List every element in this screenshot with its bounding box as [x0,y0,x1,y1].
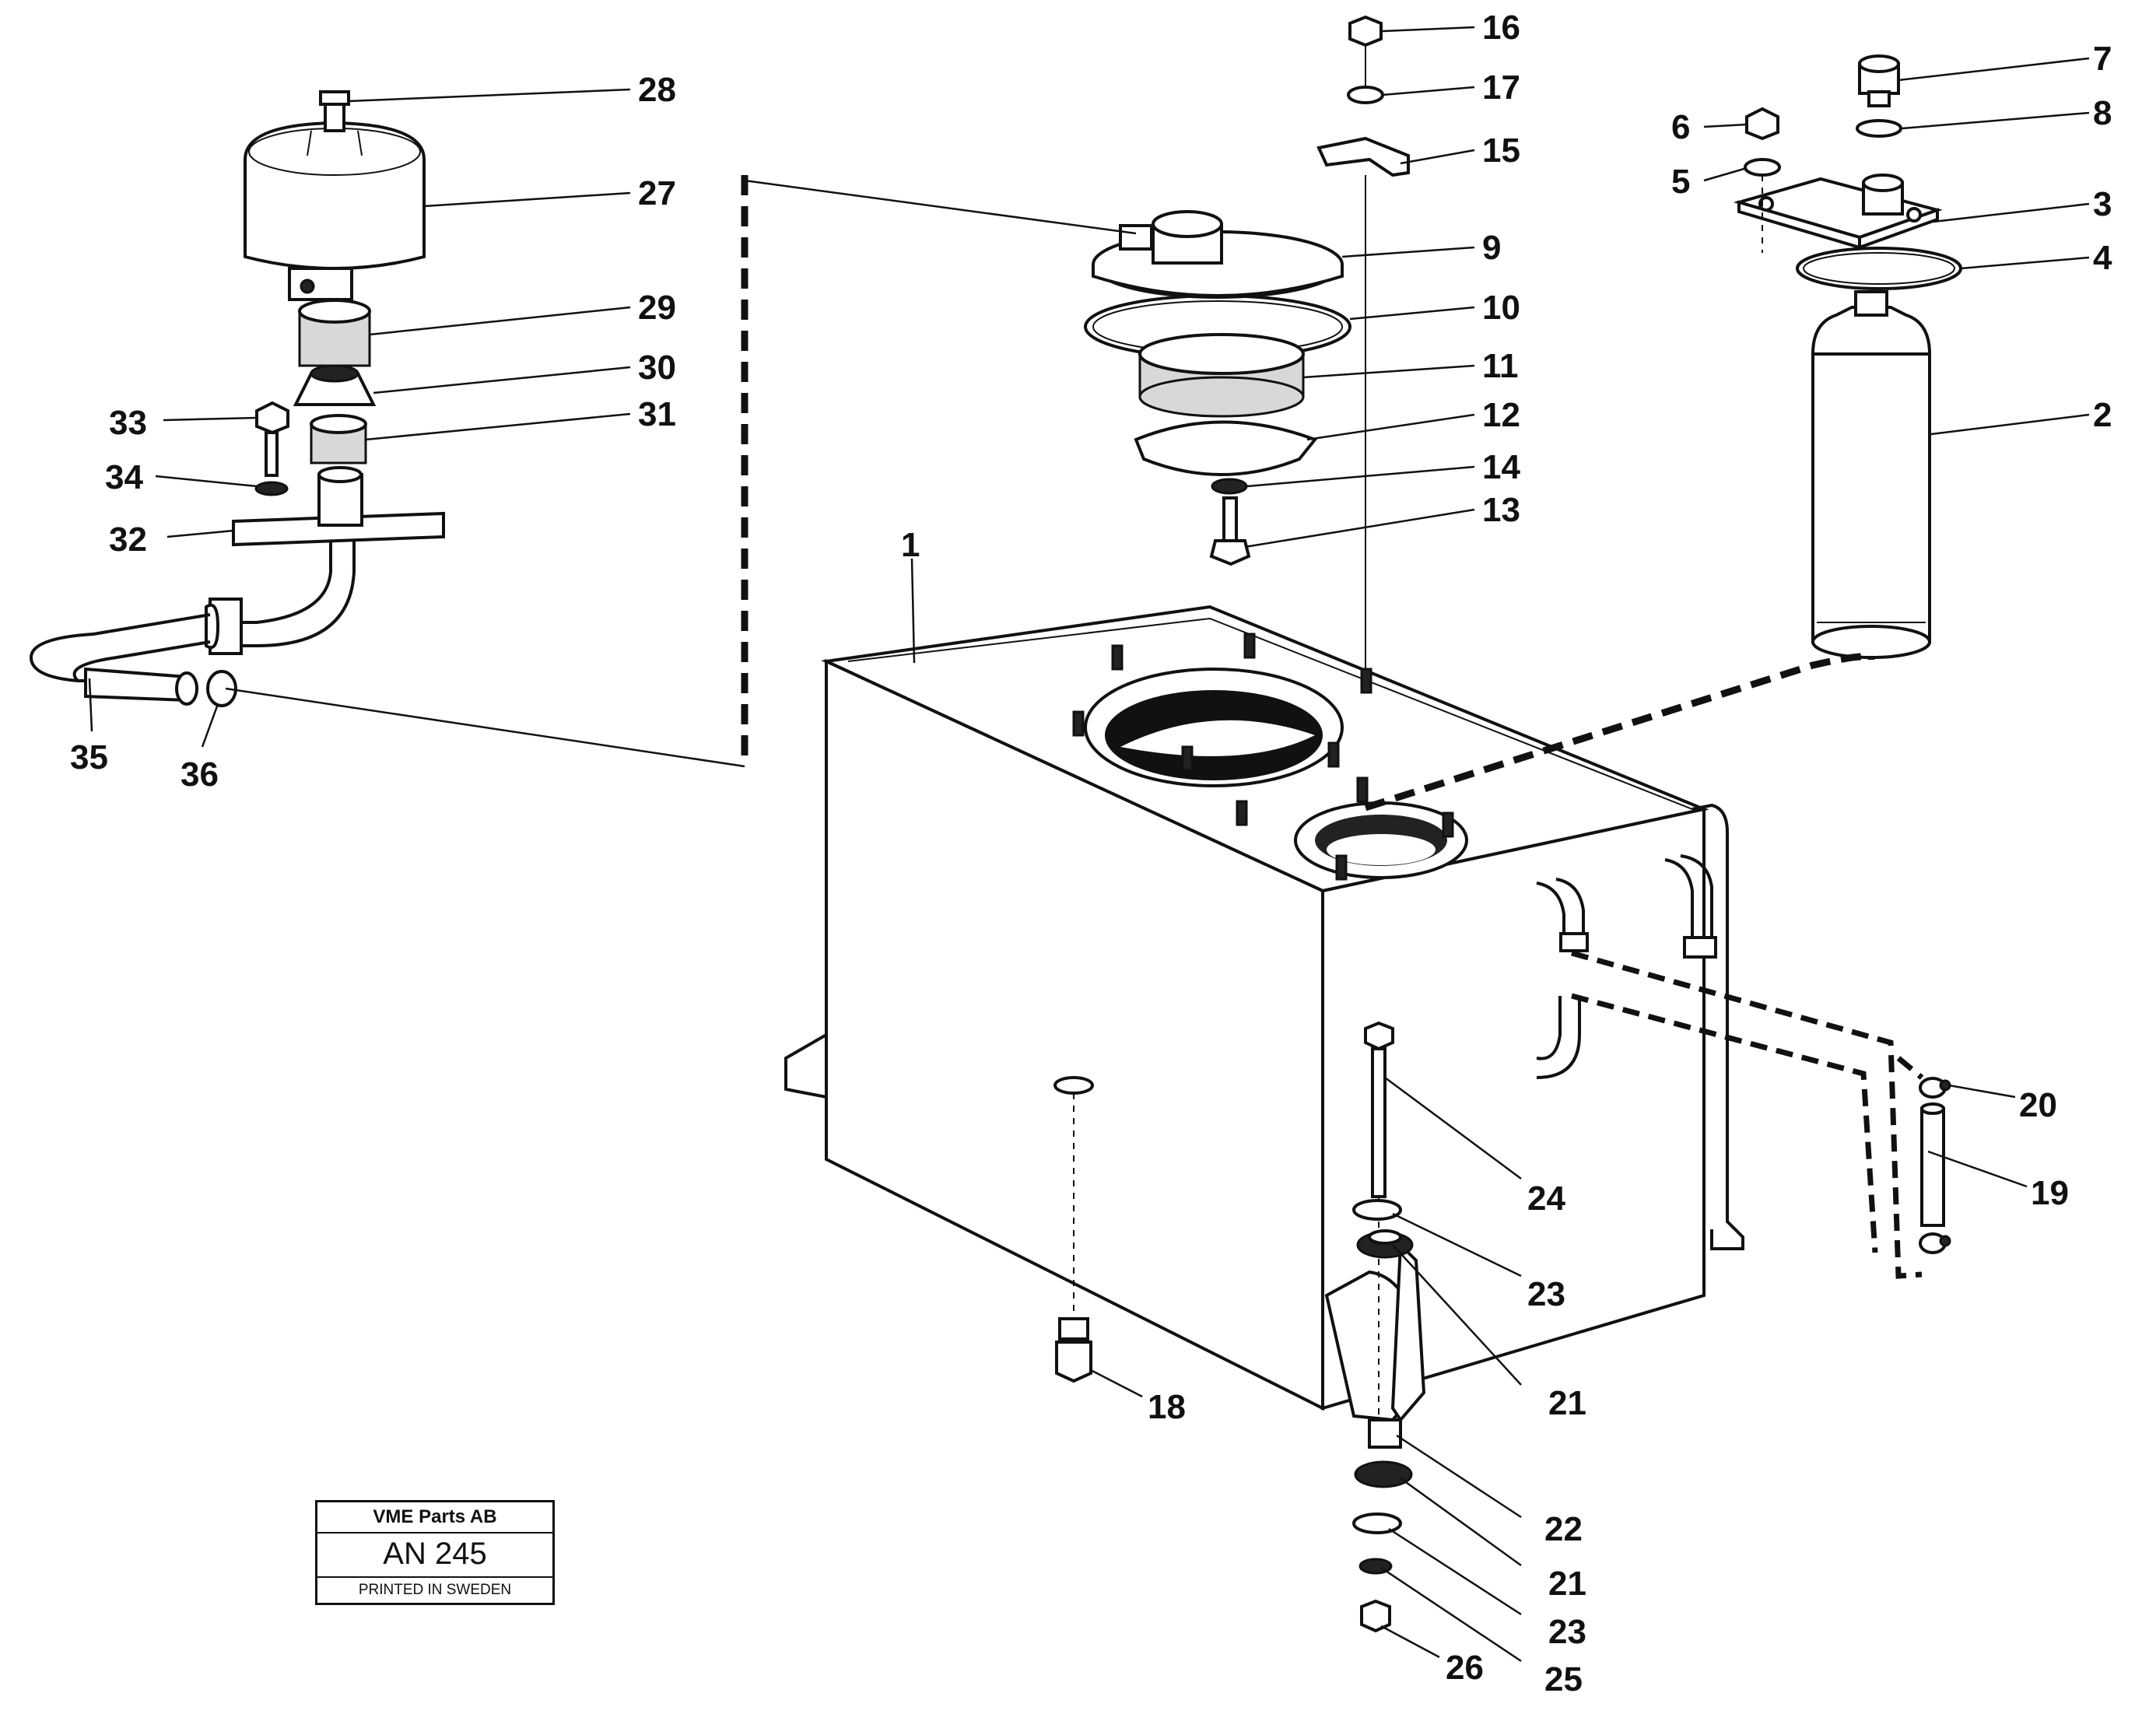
label-part-10: 10 [1482,289,1520,327]
label-part-32: 32 [109,521,147,559]
label-part-23-upper: 23 [1527,1275,1565,1313]
label-part-11: 11 [1482,347,1519,385]
label-part-26: 26 [1446,1649,1484,1687]
label-part-23-lower: 23 [1548,1613,1586,1651]
label-part-36: 36 [181,755,219,794]
stamp-code: AN 245 [317,1533,552,1578]
label-part-21-lower: 21 [1548,1565,1586,1603]
label-part-24: 24 [1527,1179,1565,1218]
label-part-3: 3 [2093,185,2112,223]
publisher-stamp: VME Parts AB AN 245 PRINTED IN SWEDEN [315,1500,555,1605]
label-part-35: 35 [70,738,108,776]
label-part-29: 29 [638,289,676,327]
label-part-12: 12 [1482,396,1520,434]
connection-lines [225,175,1924,1279]
return-filter-assembly [1733,54,1962,659]
label-part-9: 9 [1482,229,1501,267]
label-part-21-upper: 21 [1548,1384,1586,1422]
label-part-13: 13 [1482,491,1520,529]
label-part-8: 8 [2093,94,2112,132]
label-part-20: 20 [2019,1086,2057,1124]
label-part-14: 14 [1482,448,1520,486]
label-part-18: 18 [1148,1388,1186,1426]
label-part-6: 6 [1671,108,1690,146]
label-part-31: 31 [638,395,676,433]
hydraulic-tank [784,605,1744,1423]
label-part-33: 33 [109,404,147,442]
label-part-19: 19 [2031,1174,2069,1212]
label-part-1: 1 [901,526,920,564]
label-part-5: 5 [1671,163,1690,201]
label-part-4: 4 [2093,239,2112,277]
filler-breather-assembly [1084,210,1351,566]
label-part-2: 2 [2093,396,2112,434]
label-part-25: 25 [1544,1660,1583,1698]
stamp-company: VME Parts AB [317,1502,552,1533]
label-part-7: 7 [2093,40,2112,78]
label-part-28: 28 [638,71,676,109]
part-labels: 1 2 3 4 5 6 7 8 9 10 11 12 13 14 15 16 1… [70,9,2112,1698]
label-part-27: 27 [638,174,676,212]
label-part-17: 17 [1482,68,1520,107]
cap-bracket-assembly [1316,15,1410,669]
label-part-22: 22 [1544,1510,1583,1548]
label-part-16: 16 [1482,9,1520,47]
stamp-printed: PRINTED IN SWEDEN [358,1582,512,1598]
drain-hose [1919,1077,1951,1254]
label-part-30: 30 [638,349,676,387]
air-breather-filter [29,90,445,707]
label-part-15: 15 [1482,131,1520,170]
leader-lines [88,26,2090,1663]
label-part-34: 34 [105,458,143,496]
